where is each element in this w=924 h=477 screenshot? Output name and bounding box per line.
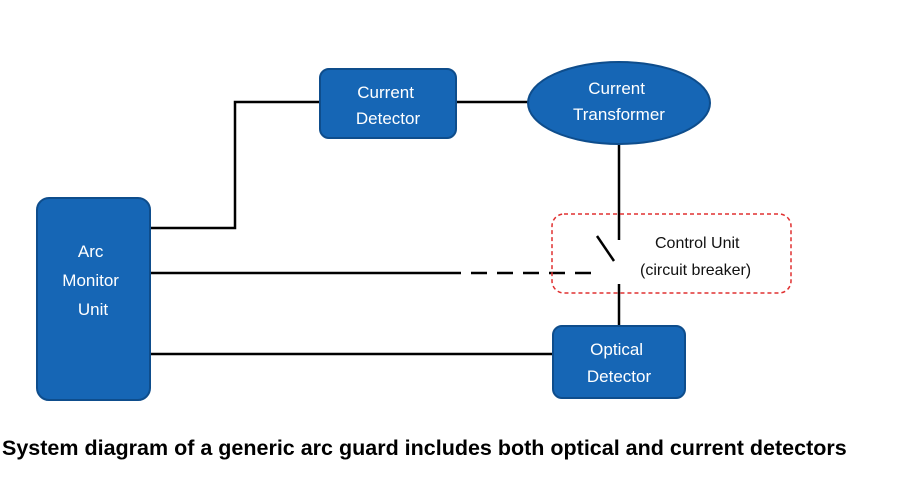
arc-monitor-unit-label: Arc Monitor Unit [62,242,123,319]
optical-detector-label: Optical Detector [587,340,652,386]
arc-monitor-unit-box [36,197,151,401]
control-unit-boundary [551,213,792,294]
current-detector-label-line: Detector [356,109,421,128]
figure-caption: System diagram of a generic arc guard in… [2,436,847,460]
breaker-switch-contact [595,235,616,262]
current-detector-box [319,68,457,139]
wires [150,100,621,356]
optical-detector-label-line: Optical [590,340,643,359]
current-transformer-label-line: Current [588,79,645,98]
control-unit-label: Control Unit (circuit breaker) [640,235,751,279]
current-transformer-label-line: Transformer [573,105,665,124]
optical-detector-label-line: Detector [587,367,652,386]
arc-monitor-unit-label-line: Arc [78,242,104,261]
current-detector-label-line: Current [357,83,414,102]
current-detector-label: Current Detector [356,83,421,128]
arc-monitor-unit-label-line: Unit [78,300,109,319]
wire-arc-monitor-to-current-detector [150,100,320,230]
optical-detector-box [552,325,686,399]
control-unit-label-line: Control Unit [655,235,740,252]
current-transformer-label: Current Transformer [573,79,665,124]
control-unit-label-line: (circuit breaker) [640,262,751,279]
arc-guard-system-diagram: Current Detector Current Transformer Arc… [36,61,792,401]
current-transformer-ellipse [527,61,711,145]
arc-monitor-unit-label-line: Monitor [62,271,119,290]
